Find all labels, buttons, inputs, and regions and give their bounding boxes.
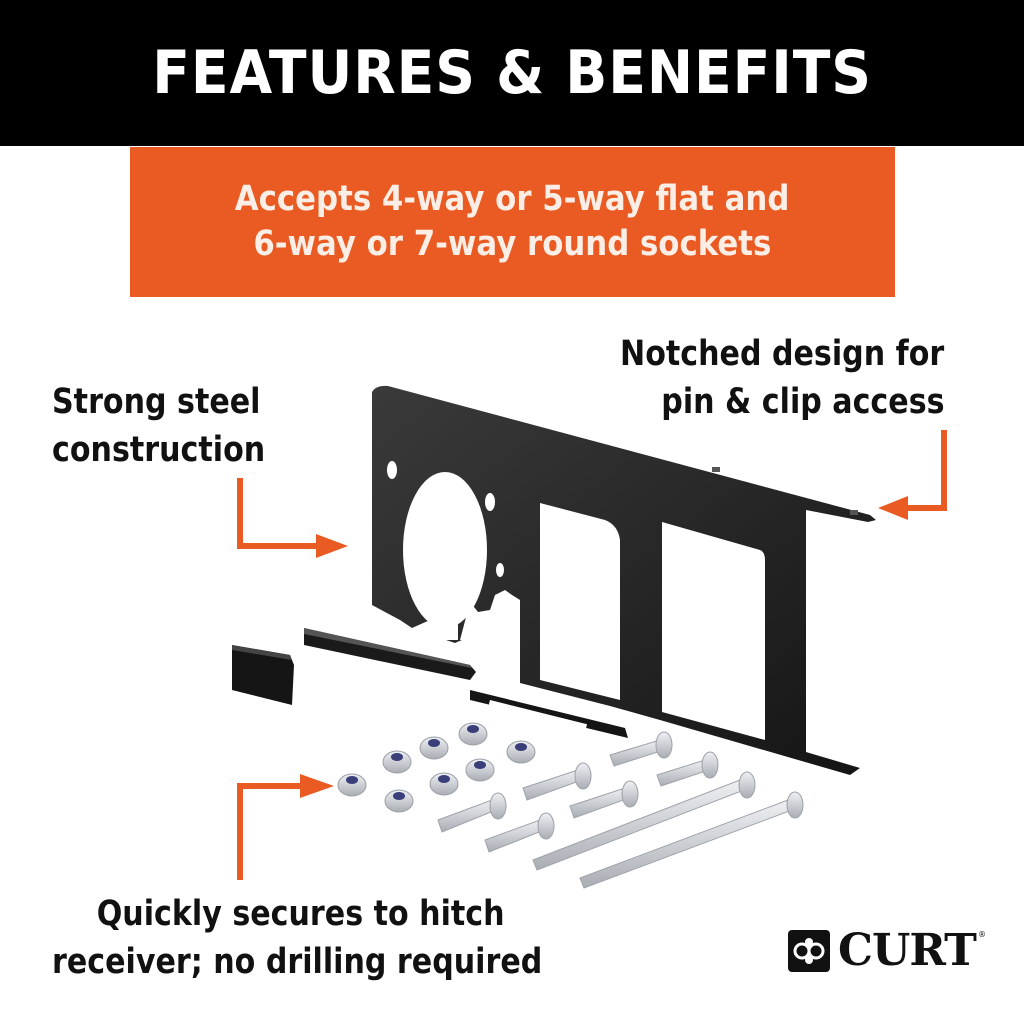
callout-steel-line-1: Strong steel <box>52 382 261 422</box>
curt-logo-icon <box>788 930 830 972</box>
page-title: FEATURES & BENEFITS <box>152 38 872 108</box>
brand-name: CURT <box>838 925 977 976</box>
feature-banner: Accepts 4-way or 5-way flat and 6-way or… <box>130 147 895 297</box>
callout-steel-construction: Strong steel construction <box>52 378 265 474</box>
arrow-right-icon <box>237 478 348 558</box>
banner-line-2: 6-way or 7-way round sockets <box>253 224 772 264</box>
flat-plates <box>232 628 628 738</box>
callout-notched-line-2: pin & clip access <box>661 382 945 422</box>
callout-secures-line-2: receiver; no drilling required <box>52 942 543 982</box>
arrow-left-icon <box>878 430 947 520</box>
callout-steel-line-2: construction <box>52 430 266 470</box>
brand-logo: CURT ® <box>788 925 986 976</box>
banner-line-1: Accepts 4-way or 5-way flat and <box>235 179 790 219</box>
lock-nuts <box>337 722 536 813</box>
carriage-bolts <box>437 731 804 889</box>
arrow-right-icon <box>237 774 334 880</box>
registered-mark: ® <box>977 930 986 939</box>
callout-notched-design: Notched design for pin & clip access <box>620 330 945 426</box>
callout-notched-line-1: Notched design for <box>620 334 945 374</box>
bracket <box>372 385 876 775</box>
header-bar: FEATURES & BENEFITS <box>0 0 1024 146</box>
callout-quick-secure: Quickly secures to hitch receiver; no dr… <box>52 890 542 986</box>
callout-secures-line-1: Quickly secures to hitch <box>96 894 505 934</box>
